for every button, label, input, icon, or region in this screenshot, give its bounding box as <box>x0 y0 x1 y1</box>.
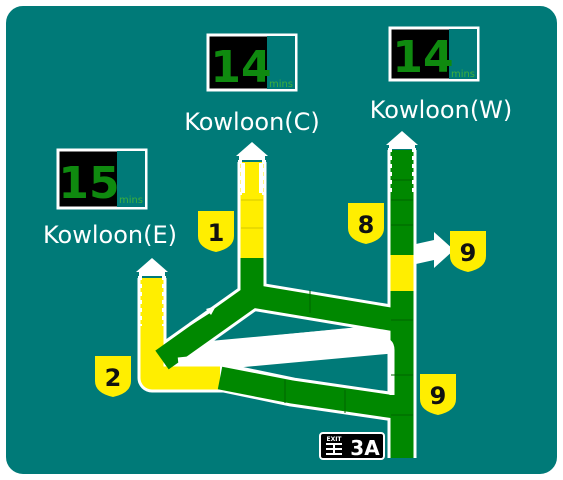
destination-east: Kowloon(E) <box>43 221 177 249</box>
time-west: 14 <box>392 32 453 83</box>
exit-number: 3A <box>350 436 380 460</box>
arrow-up-icon-west <box>386 131 418 149</box>
svg-text:9: 9 <box>430 382 447 410</box>
dashed-edges <box>138 148 416 326</box>
svg-text:1: 1 <box>208 219 225 247</box>
exit-number-plate: EXIT 3A <box>319 432 385 460</box>
destination-west: Kowloon(W) <box>370 96 513 124</box>
time-central: 14 <box>210 42 271 93</box>
arrow-right-icon <box>416 232 454 268</box>
arrow-up-icon-central <box>236 142 268 193</box>
journey-time-display-central: 14 mins <box>206 33 298 93</box>
svg-text:8: 8 <box>358 211 375 239</box>
time-east: 15 <box>58 158 119 209</box>
route-shield-9: 9 <box>420 374 456 415</box>
exit-label: EXIT <box>326 436 342 443</box>
svg-text:2: 2 <box>105 364 122 392</box>
destination-central: Kowloon(C) <box>184 108 320 136</box>
merge-arrow-icon <box>189 306 216 326</box>
unit-central: mins <box>269 79 293 90</box>
journey-time-display-east: 15 mins <box>56 148 148 210</box>
unit-west: mins <box>451 69 475 80</box>
unit-east: mins <box>119 195 143 206</box>
exit-icon <box>326 443 342 455</box>
svg-text:9: 9 <box>460 239 477 267</box>
route-shield-8: 8 <box>348 203 384 244</box>
route-shield-9-exit: 9 <box>450 231 486 272</box>
arrow-up-icon-east <box>136 258 168 276</box>
journey-time-display-west: 14 mins <box>388 26 480 83</box>
route-shield-2: 2 <box>95 356 131 397</box>
route-shield-1: 1 <box>198 211 234 252</box>
road-network <box>137 150 417 458</box>
